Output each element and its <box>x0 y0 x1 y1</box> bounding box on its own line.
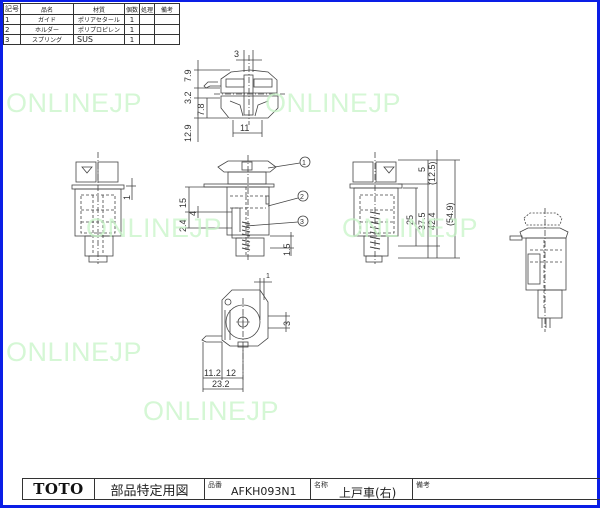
parts-table: 記号 品名 材質 個数 処理 備考 1 ガイド ポリアセタール 1 2 ホルダー… <box>3 3 181 45</box>
dim-right-12-5: (12.5) <box>427 161 437 185</box>
dim-bottom-1: 1 <box>266 273 270 280</box>
callout-2: 2 <box>300 194 304 201</box>
dim-center-2-4: 2.4 <box>178 219 188 232</box>
dim-center-15: 15 <box>178 198 188 208</box>
dim-bottom-23-2: 23.2 <box>212 379 230 389</box>
bottom-view <box>201 278 290 392</box>
dim-right-42-4: 42.4 <box>427 212 437 230</box>
callout-1: 1 <box>302 160 306 167</box>
dim-left-1: 1 <box>122 195 132 200</box>
part-name: 上戸車(右) <box>339 486 397 500</box>
dim-center-1-5: 1.5 <box>282 243 292 256</box>
dim-top-7-9: 7.9 <box>183 69 193 82</box>
brand-logo: TOTO <box>23 479 95 499</box>
dim-right-37-5: 37.5 <box>417 212 427 230</box>
part-number-cell: 品番 AFKH093N1 <box>205 479 311 499</box>
remarks-label: 備考 <box>416 481 430 489</box>
remarks-cell: 備考 <box>413 479 600 499</box>
part-name-label: 名称 <box>314 481 328 489</box>
top-view <box>194 50 285 142</box>
dim-bottom-11-2: 11.2 <box>204 368 221 378</box>
part-name-cell: 名称 上戸車(右) <box>311 479 413 500</box>
dim-top-7-8: 7.8 <box>196 103 206 116</box>
dim-bottom-3: 3 <box>282 321 292 326</box>
title-block: TOTO 部品特定用図 品番 AFKH093N1 名称 上戸車(右) 備考 <box>22 478 600 500</box>
document-type: 部品特定用図 <box>95 479 205 499</box>
left-view <box>71 152 136 264</box>
dim-top-3: 3 <box>234 49 239 59</box>
section-view <box>185 155 311 262</box>
dim-bottom-12: 12 <box>226 368 236 378</box>
parts-table-header: 記号 品名 材質 個数 処理 備考 <box>3 3 181 15</box>
table-row: 3 スプリング SUS 1 <box>3 34 181 45</box>
perspective-view <box>509 208 569 332</box>
callout-3: 3 <box>300 219 304 226</box>
dim-top-12-9: 12.9 <box>183 124 193 142</box>
table-row: 2 ホルダー ポリプロピレン 1 <box>3 24 181 35</box>
row-remarks <box>154 34 181 45</box>
part-number: AFKH093N1 <box>231 485 297 498</box>
right-view <box>349 150 460 264</box>
dim-top-11: 11 <box>240 123 249 133</box>
dim-right-25: 25 <box>405 215 415 225</box>
dim-right-5: 5 <box>417 167 427 172</box>
dim-center-4: 4 <box>188 211 198 216</box>
part-number-label: 品番 <box>208 481 222 489</box>
dim-right-54-9: (54.9) <box>445 202 455 226</box>
row-treatment <box>139 34 156 45</box>
dim-top-3-2: 3.2 <box>183 91 193 104</box>
